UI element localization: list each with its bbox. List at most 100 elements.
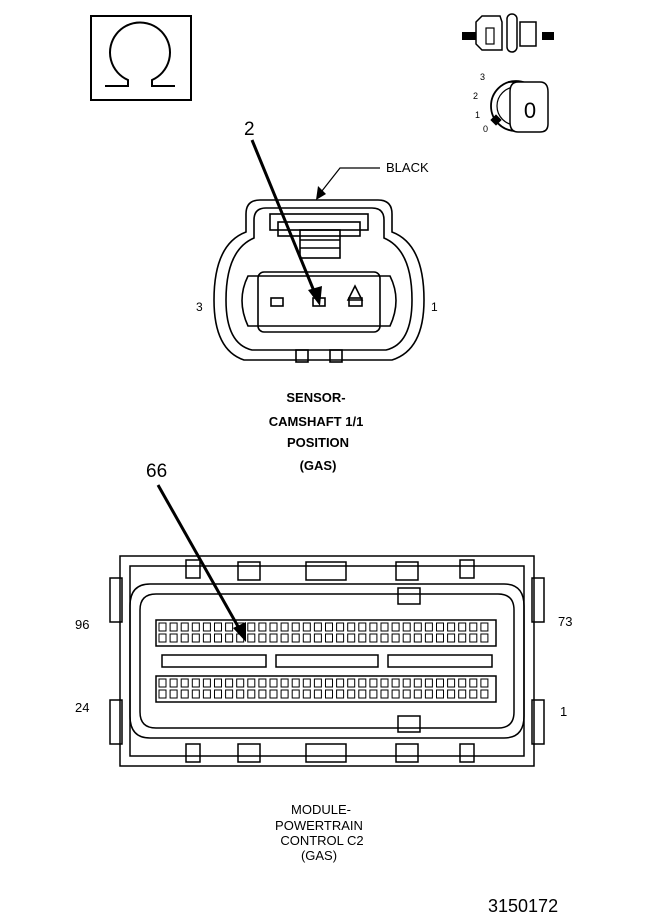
pin-cavity xyxy=(280,689,289,699)
pin-cavity xyxy=(258,633,267,643)
pin-cavity xyxy=(191,689,200,699)
pin-cavity xyxy=(436,622,444,632)
pin-cavity xyxy=(325,633,333,643)
pin-cavity xyxy=(369,689,378,699)
pin-cavity xyxy=(214,633,222,643)
pin-cavity xyxy=(302,622,311,632)
pin-cavity xyxy=(225,678,234,688)
pcm-right-top-cavity: 73 xyxy=(558,614,572,629)
pin-cavity xyxy=(391,689,400,699)
pin-cavity xyxy=(480,633,489,643)
pin-cavity xyxy=(458,633,467,643)
pin-cavity xyxy=(191,622,200,632)
sensor-connector xyxy=(213,199,425,363)
sensor-right-cavity: 1 xyxy=(431,300,438,314)
pin-cavity xyxy=(313,678,322,688)
pcm-pin-callout: 66 xyxy=(146,461,246,642)
pin-cavity xyxy=(191,678,200,688)
pin-cavity xyxy=(291,678,300,688)
figure-number: 3150172 xyxy=(488,896,558,916)
pin-cavity xyxy=(447,633,456,643)
pin-cavity xyxy=(180,678,189,688)
pin-cavity xyxy=(269,633,278,643)
pin-cavity xyxy=(180,689,189,699)
pin-cavity xyxy=(458,622,467,632)
sensor-callout-pin: 2 xyxy=(244,119,255,140)
pcm-title: MODULE- POWERTRAIN CONTROL C2 (GAS) xyxy=(275,802,364,863)
pin-cavity xyxy=(480,678,489,688)
pin-cavity xyxy=(247,689,256,699)
pin-cavity xyxy=(325,622,333,632)
pin-cavity xyxy=(391,633,400,643)
pin-cavity xyxy=(413,678,422,688)
sensor-pin-callout: 2 xyxy=(244,119,322,306)
pin-cavity xyxy=(291,689,300,699)
pin-cavity xyxy=(347,633,356,643)
pin-cavity xyxy=(469,678,478,688)
pin-cavity xyxy=(458,689,467,699)
pcm-connector xyxy=(109,555,545,767)
sensor-title-line-3: POSITION xyxy=(287,435,349,450)
pin-cavity xyxy=(269,689,278,699)
pcm-title-line-3: CONTROL C2 xyxy=(280,833,363,848)
pin-cavity xyxy=(380,689,389,699)
pin-cavity xyxy=(469,622,478,632)
pin-cavity xyxy=(458,678,467,688)
pcm-pin-grid xyxy=(158,622,489,699)
pin-cavity xyxy=(225,689,234,699)
pin-cavity xyxy=(302,689,311,699)
pin-cavity xyxy=(214,678,222,688)
pin-cavity xyxy=(369,678,378,688)
sensor-title-line-1: SENSOR- xyxy=(286,390,345,405)
pin-cavity xyxy=(380,678,389,688)
pin-cavity xyxy=(413,633,422,643)
pin-cavity xyxy=(236,678,245,688)
pin-cavity xyxy=(214,689,222,699)
pin-cavity xyxy=(269,622,278,632)
pin-cavity xyxy=(169,633,178,643)
pin-cavity xyxy=(202,689,211,699)
ignition-pos-1: 1 xyxy=(475,110,480,120)
pin-cavity xyxy=(469,633,478,643)
pin-cavity xyxy=(313,689,322,699)
pin-cavity xyxy=(313,622,322,632)
pin-cavity xyxy=(225,633,234,643)
pin-cavity xyxy=(291,633,300,643)
pin-cavity xyxy=(280,633,289,643)
pin-cavity xyxy=(247,678,256,688)
pin-cavity xyxy=(158,633,167,643)
pin-cavity xyxy=(447,689,456,699)
pin-cavity xyxy=(336,633,345,643)
ignition-pos-0: 0 xyxy=(483,124,488,134)
pin-cavity xyxy=(358,633,367,643)
ohm-symbol-icon xyxy=(90,15,192,101)
ignition-pos-2: 2 xyxy=(473,91,478,101)
pin-cavity xyxy=(169,622,178,632)
pin-cavity xyxy=(369,633,378,643)
pin-cavity xyxy=(369,622,378,632)
pin-cavity xyxy=(447,678,456,688)
pin-cavity xyxy=(302,633,311,643)
pin-cavity xyxy=(325,678,333,688)
pin-cavity xyxy=(202,678,211,688)
ignition-key-label: 0 xyxy=(524,98,536,123)
pin-cavity xyxy=(347,689,356,699)
pin-cavity xyxy=(402,633,411,643)
pin-cavity xyxy=(480,622,489,632)
pcm-right-bottom-cavity: 1 xyxy=(560,704,567,719)
pin-cavity xyxy=(169,689,178,699)
pcm-title-line-2: POWERTRAIN xyxy=(275,818,363,833)
pcm-title-line-4: (GAS) xyxy=(301,848,337,863)
pin-cavity xyxy=(180,633,189,643)
pcm-title-line-1: MODULE- xyxy=(291,802,351,817)
pin-cavity xyxy=(358,678,367,688)
ignition-key-icon: 0 3 2 1 0 xyxy=(473,72,549,134)
pin-cavity xyxy=(191,633,200,643)
pin-cavity xyxy=(169,678,178,688)
pin-cavity xyxy=(336,689,345,699)
sensor-title-line-2: CAMSHAFT 1/1 xyxy=(269,414,364,429)
pin-cavity xyxy=(413,622,422,632)
wire-color-callout: BLACK xyxy=(316,160,429,200)
pin-cavity xyxy=(424,678,433,688)
